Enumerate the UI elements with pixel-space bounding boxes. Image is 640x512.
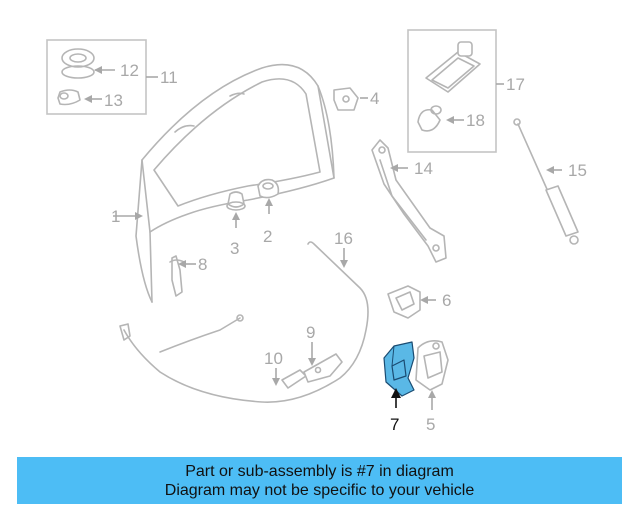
part-5-latch [415, 340, 449, 391]
part-18-bulb [417, 105, 442, 132]
callout-5: 5 [426, 415, 435, 434]
callout-12: 12 [120, 61, 139, 80]
part-1-hood [135, 63, 335, 303]
callout-14: 14 [414, 159, 433, 178]
part-8-clip [169, 255, 185, 297]
callout-2: 2 [263, 227, 272, 246]
parts-diagram: 12 11 13 17 18 1 2 3 [46, 29, 587, 434]
part-7-latch-shield [383, 341, 415, 397]
banner-line-2: Diagram may not be specific to your vehi… [164, 481, 475, 499]
part-4-bracket [333, 87, 359, 111]
callout-7: 7 [390, 415, 399, 434]
callout-8: 8 [198, 255, 207, 274]
group-box-17 [407, 29, 497, 153]
part-12-grommet [61, 48, 95, 79]
part-14-hinge [371, 139, 447, 263]
part-3-bumper [226, 191, 246, 211]
part-13-bumper [57, 89, 81, 106]
callout-3: 3 [230, 239, 239, 258]
callout-9: 9 [306, 323, 315, 342]
callout-15: 15 [568, 161, 587, 180]
callout-17: 17 [506, 75, 525, 94]
callout-1: 1 [111, 207, 120, 226]
part-10-clip [281, 369, 307, 389]
info-banner: Part or sub-assembly is #7 in diagram Di… [17, 457, 622, 504]
callout-4: 4 [370, 89, 379, 108]
callout-10: 10 [264, 349, 283, 368]
part-9-handle [303, 353, 343, 383]
callout-16: 16 [334, 229, 353, 248]
part-16-cable [119, 241, 369, 403]
part-6-striker [387, 285, 421, 319]
part-15-strut [513, 118, 579, 245]
callout-11: 11 [160, 68, 178, 87]
part-2-stop [257, 178, 280, 199]
banner-line-1: Part or sub-assembly is #7 in diagram [185, 462, 454, 480]
part-17-lamp [425, 41, 481, 93]
callout-13: 13 [104, 91, 123, 110]
callout-6: 6 [442, 291, 451, 310]
callout-18: 18 [466, 111, 485, 130]
